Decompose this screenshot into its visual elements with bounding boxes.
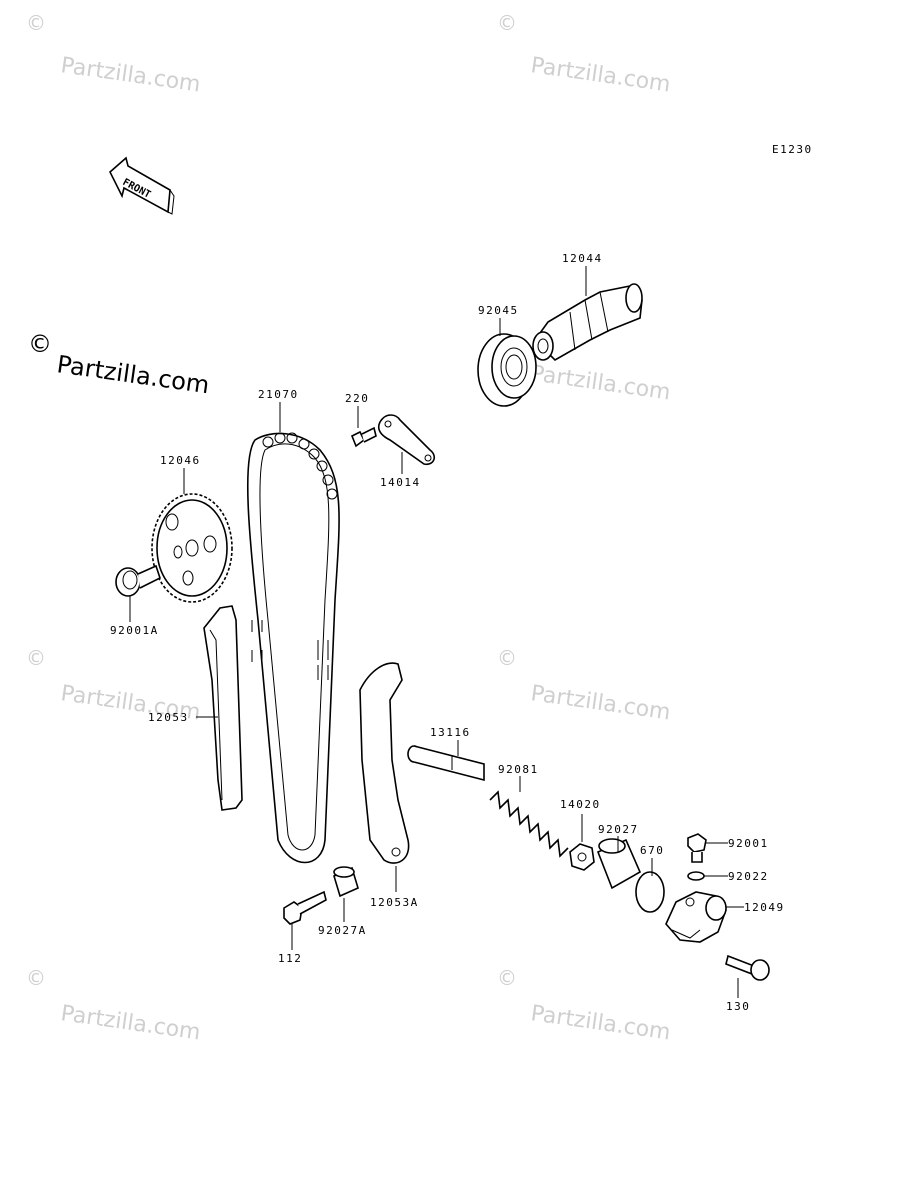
flange-bolt-part bbox=[115, 564, 161, 597]
collar-part bbox=[333, 866, 359, 898]
watermark-copyright: © bbox=[497, 646, 517, 670]
bearing-part bbox=[477, 333, 537, 407]
part-label: 130 bbox=[726, 1000, 750, 1013]
watermark-copyright: © bbox=[26, 966, 46, 990]
watermark-copyright: © bbox=[497, 11, 517, 35]
tensioner-body-part bbox=[665, 891, 727, 943]
camshaft-part bbox=[532, 283, 643, 361]
spring-part bbox=[489, 790, 569, 858]
part-label: 14014 bbox=[380, 476, 421, 489]
bolt-part bbox=[687, 833, 707, 863]
part-label: 670 bbox=[640, 844, 664, 857]
part-label: 13116 bbox=[430, 726, 471, 739]
o-ring-part bbox=[635, 871, 665, 913]
washer-part bbox=[687, 871, 705, 881]
sleeve-part bbox=[596, 838, 642, 890]
watermark-copyright: © bbox=[497, 966, 517, 990]
tensioner-arm-part bbox=[359, 662, 410, 864]
nut-part bbox=[569, 843, 595, 871]
part-label: 12049 bbox=[744, 901, 785, 914]
sprocket-part bbox=[151, 493, 233, 603]
watermark-text: Partzilla.com bbox=[529, 681, 672, 725]
watermark-copyright: © bbox=[26, 646, 46, 670]
pushrod-part bbox=[407, 745, 485, 782]
part-label: 92001A bbox=[110, 624, 159, 637]
part-label: 92027 bbox=[598, 823, 639, 836]
cam-chain-part bbox=[246, 432, 340, 864]
part-label: 12053 bbox=[148, 711, 189, 724]
part-label: 12044 bbox=[562, 252, 603, 265]
front-arrow-icon: FRONT bbox=[109, 156, 175, 215]
part-label: 12046 bbox=[160, 454, 201, 467]
part-label: 92022 bbox=[728, 870, 769, 883]
chain-guide-part bbox=[203, 605, 243, 811]
watermark-text: Partzilla.com bbox=[529, 361, 672, 405]
watermark-text: Partzilla.com bbox=[529, 1001, 672, 1045]
watermark-text: Partzilla.com bbox=[529, 53, 672, 97]
watermark-text: Partzilla.com bbox=[59, 1001, 202, 1045]
flange-bolt-part bbox=[725, 954, 770, 981]
part-label: 21070 bbox=[258, 388, 299, 401]
watermark-prominent-text: Partzilla.com bbox=[55, 350, 211, 399]
part-label: 92045 bbox=[478, 304, 519, 317]
part-label: 112 bbox=[278, 952, 302, 965]
part-label: 14020 bbox=[560, 798, 601, 811]
part-label: 12053A bbox=[370, 896, 419, 909]
bolt-part bbox=[283, 890, 327, 925]
part-label: 92001 bbox=[728, 837, 769, 850]
watermark-copyright: © bbox=[26, 11, 46, 35]
watermark-prominent: © bbox=[28, 330, 52, 358]
part-label: 220 bbox=[345, 392, 369, 405]
part-label: 92081 bbox=[498, 763, 539, 776]
bolt-part bbox=[350, 426, 377, 448]
plate-part bbox=[377, 414, 436, 466]
part-label: 92027A bbox=[318, 924, 367, 937]
diagram-code: E1230 bbox=[772, 143, 813, 156]
watermark-text: Partzilla.com bbox=[59, 53, 202, 97]
